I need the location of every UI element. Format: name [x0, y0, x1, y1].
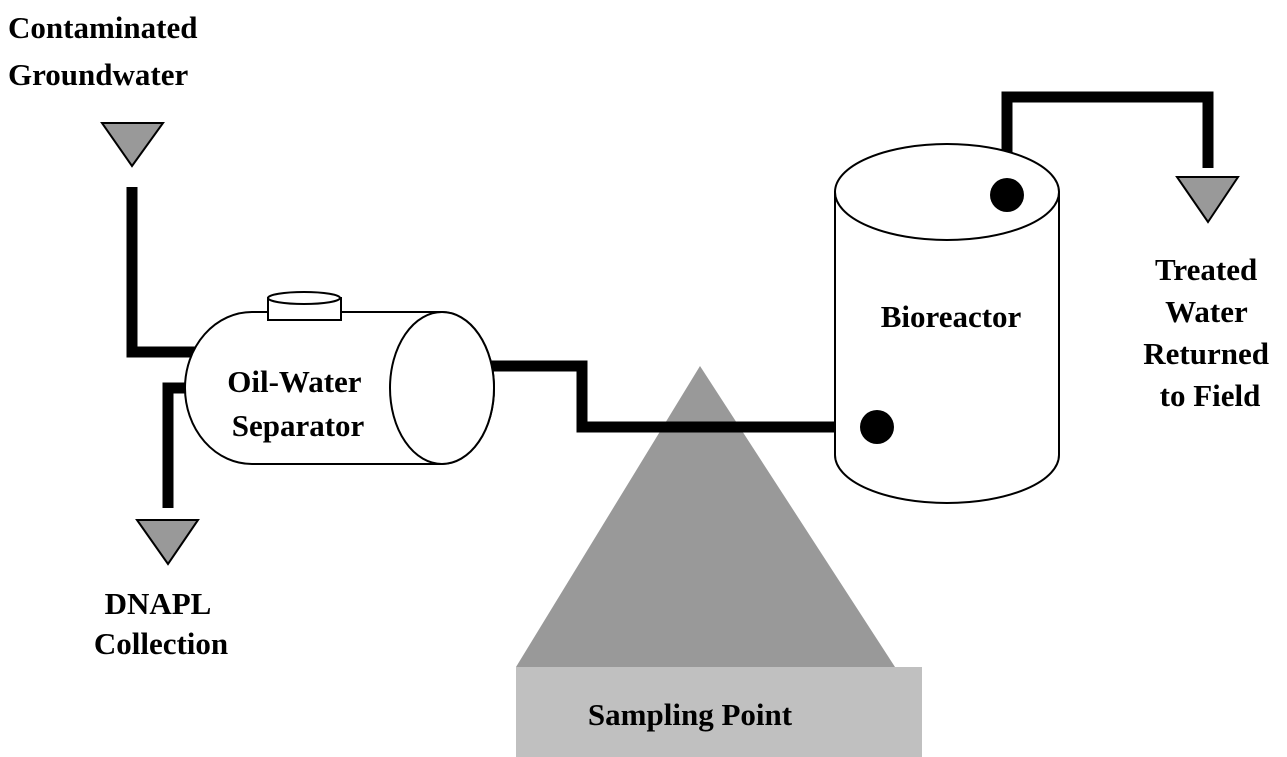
dnapl-collection-line1: DNAPL	[105, 586, 211, 621]
dnapl-marker-triangle	[135, 519, 200, 566]
inlet-pipe	[126, 187, 195, 358]
treated-water-line2: Water	[1165, 294, 1248, 329]
sampling-point-base	[516, 667, 922, 757]
oil-water-separator-label: Oil-Water Separator	[227, 364, 368, 443]
treated-water-line3: Returned	[1143, 336, 1269, 371]
inlet-marker-triangle	[100, 122, 165, 168]
oil-water-separator-line1: Oil-Water	[227, 364, 362, 399]
separator-hatch-top	[267, 291, 341, 305]
sampling-cone	[516, 366, 895, 667]
bioreactor-label: Bioreactor	[881, 299, 1022, 334]
contaminated-groundwater-line1: Contaminated	[8, 10, 197, 45]
treated-water-line4: to Field	[1160, 378, 1261, 413]
contaminated-groundwater-label: Contaminated Groundwater	[8, 10, 205, 92]
bioreactor-inlet-dot	[860, 410, 894, 444]
sampling-point-label: Sampling Point	[588, 697, 793, 732]
separator-end-cap	[389, 311, 495, 465]
dnapl-collection-line2: Collection	[94, 626, 228, 661]
treated-water-line1: Treated	[1155, 252, 1257, 287]
separator-to-bioreactor-pipe	[445, 360, 870, 433]
outlet-pipe	[1001, 91, 1214, 190]
dnapl-collection-label: DNAPL Collection	[94, 586, 228, 661]
treated-water-label: Treated Water Returned to Field	[1143, 252, 1276, 413]
bioreactor-outlet-dot	[990, 178, 1024, 212]
contaminated-groundwater-line2: Groundwater	[8, 57, 189, 92]
oil-water-separator-line2: Separator	[232, 408, 365, 443]
outlet-marker-triangle	[1175, 176, 1240, 224]
oil-water-separator	[184, 291, 495, 465]
bioreactor-top	[834, 143, 1060, 241]
